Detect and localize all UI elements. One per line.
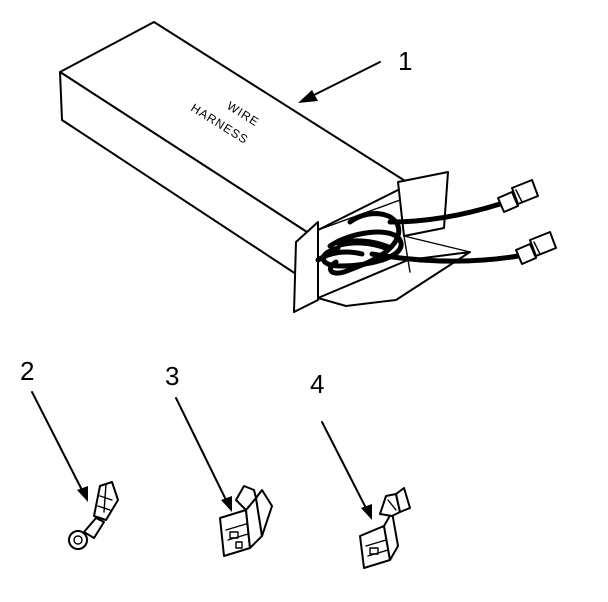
box-end-flap — [293, 221, 319, 313]
flag-terminal — [219, 485, 273, 557]
box-bottom-flap — [317, 251, 471, 307]
wire-lead-upper — [387, 201, 503, 225]
callout-arrow-4 — [321, 421, 372, 520]
callout-arrow-2 — [31, 391, 88, 502]
callout-label-4: 4 — [310, 369, 324, 399]
callout-label-2: 2 — [20, 356, 34, 386]
wire-lead-lower — [369, 251, 521, 264]
box-top-flap — [397, 171, 449, 237]
wire-connector-upper — [497, 179, 539, 213]
callout-arrow-3 — [175, 397, 232, 512]
female-quick-connect-terminal — [359, 487, 411, 569]
wire-connector-lower — [515, 231, 557, 265]
callout-label-1: 1 — [398, 46, 412, 76]
wire-harness-box: WIRE HARNESS — [59, 21, 557, 313]
callout-label-3: 3 — [165, 361, 179, 391]
ring-terminal — [68, 481, 119, 550]
callout-arrow-1 — [298, 61, 381, 103]
